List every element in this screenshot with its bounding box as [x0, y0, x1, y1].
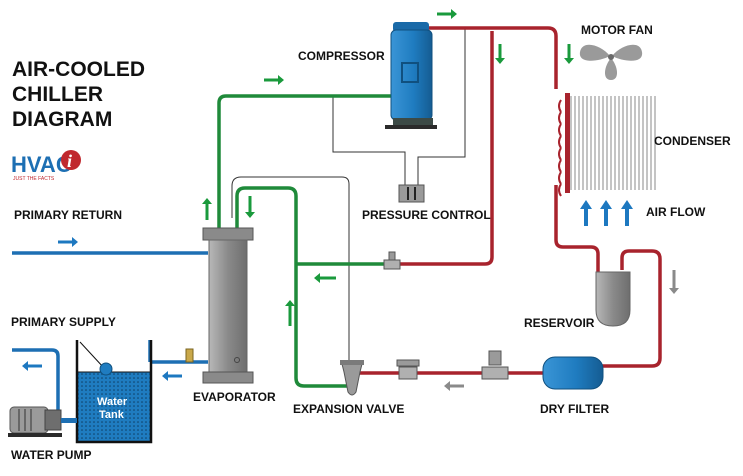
- pressure-control-label: PRESSURE CONTROL: [362, 208, 491, 222]
- flow-arrow: [564, 44, 574, 64]
- compressor-terminal-box: [401, 62, 419, 83]
- tank-float: [99, 362, 113, 376]
- compressor: [385, 22, 437, 129]
- flow-arrow: [22, 361, 42, 371]
- flow-arrow: [162, 371, 182, 381]
- logo-text: HVAC: [11, 152, 72, 177]
- logo-letter-badge: [61, 150, 81, 170]
- pressure-control: [398, 184, 425, 203]
- primary-return-label: PRIMARY RETURN: [14, 208, 122, 222]
- condenser-fins: [570, 96, 656, 190]
- evaporator: [202, 227, 254, 384]
- condenser: [558, 93, 656, 197]
- logo-tagline: JUST THE FACTS: [13, 176, 55, 182]
- primary-supply-label: PRIMARY SUPPLY: [11, 315, 116, 329]
- water-tank: Water Tank: [75, 340, 153, 444]
- compressor-body: [390, 29, 433, 121]
- condenser-coils: [558, 99, 562, 197]
- flow-arrow: [444, 381, 464, 391]
- dry-filter: [542, 356, 604, 390]
- air-flow-arrow: [580, 200, 592, 226]
- liquid-line-valve-1: [396, 359, 420, 380]
- condenser-coil: [558, 147, 562, 161]
- air-flow-arrow: [621, 200, 633, 226]
- water-pump-label: WATER PUMP: [11, 448, 91, 462]
- expansion-valve: [340, 360, 364, 396]
- expansion-valve-label: EXPANSION VALVE: [293, 402, 404, 416]
- condenser-coil: [558, 159, 562, 173]
- logo-letter: i: [67, 151, 72, 171]
- condenser-coil: [558, 183, 562, 197]
- title-line-3: DIAGRAM: [12, 108, 112, 131]
- compressor-base: [393, 118, 433, 127]
- condenser-coil: [558, 135, 562, 149]
- discharge-line: [358, 26, 662, 375]
- flow-arrow: [202, 198, 212, 220]
- condenser-coil: [558, 111, 562, 125]
- flow-arrow: [285, 300, 295, 326]
- flow-arrows: [22, 9, 679, 391]
- reservoir: [595, 271, 631, 327]
- title-line-1: AIR-COOLED: [12, 58, 145, 81]
- flow-arrow: [264, 75, 284, 85]
- water-inlet-fitting: [185, 348, 194, 363]
- liquid-line-valve-2: [481, 350, 509, 380]
- flow-arrow: [437, 9, 457, 19]
- reservoir-label: RESERVOIR: [524, 316, 595, 330]
- condenser-label: CONDENSER: [654, 134, 731, 148]
- flow-arrow: [58, 237, 78, 247]
- hvac-logo: HVAC i JUST THE FACTS: [11, 150, 81, 182]
- suction-line: [217, 94, 392, 388]
- water-pump: [8, 406, 77, 437]
- condenser-coil: [558, 99, 562, 113]
- air-flow-arrows: [580, 200, 633, 226]
- junction-valve: [383, 251, 401, 270]
- water-tank-label-1: Water: [97, 396, 128, 408]
- evaporator-label: EVAPORATOR: [193, 390, 276, 404]
- air-flow-label: AIR FLOW: [646, 205, 706, 219]
- condenser-coil: [558, 171, 562, 185]
- flow-arrow: [495, 44, 505, 64]
- title-line-2: CHILLER: [12, 83, 103, 106]
- motor-fan: [579, 44, 643, 80]
- evaporator-shell: [208, 239, 248, 373]
- condenser-coil: [558, 123, 562, 137]
- dry-filter-label: DRY FILTER: [540, 402, 609, 416]
- flow-arrow: [245, 196, 255, 218]
- water-tank-label-2: Tank: [99, 409, 125, 421]
- flow-arrow: [314, 273, 336, 283]
- compressor-label: COMPRESSOR: [298, 49, 385, 63]
- motor-fan-label: MOTOR FAN: [581, 23, 653, 37]
- control-wiring: [231, 28, 466, 360]
- flow-arrow: [669, 270, 679, 294]
- air-flow-arrow: [600, 200, 612, 226]
